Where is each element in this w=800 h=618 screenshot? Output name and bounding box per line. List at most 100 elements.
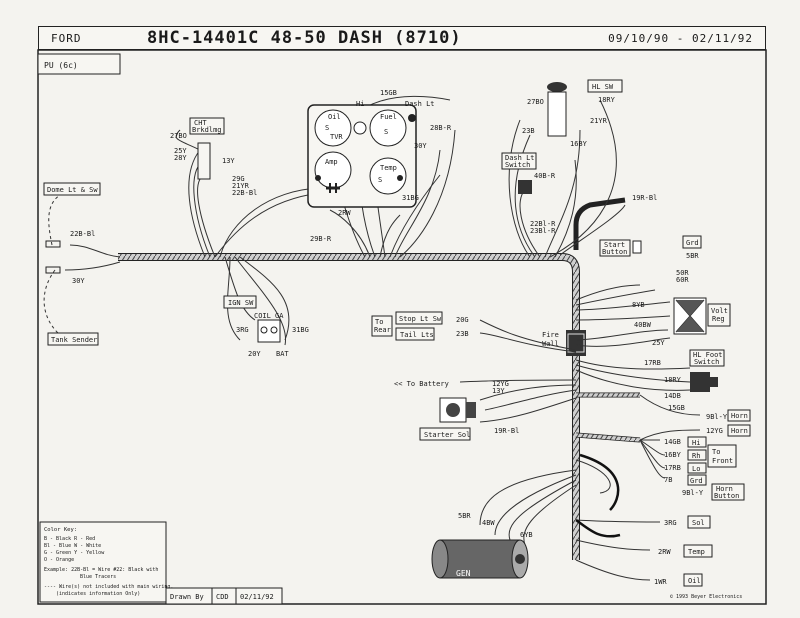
fuel-gauge-label: Fuel: [380, 113, 397, 121]
oil-box: [683, 573, 703, 587]
wire-30y-dome: 30Y: [72, 277, 85, 285]
oil-tvr-label: TVR: [330, 133, 343, 141]
hl-foot-switch-label: HL Foot: [693, 351, 723, 359]
connector-dome-1: [45, 240, 61, 248]
sol-box: [687, 515, 711, 529]
ga-label: GA: [275, 312, 284, 320]
wire-21yr-2: 21YR: [590, 117, 608, 125]
copyright: © 1993 Beyer Electronics: [670, 594, 742, 600]
horn-button-label: Horn: [716, 485, 733, 493]
to-rear-box: [371, 315, 393, 337]
hl-switch-knob: [547, 82, 567, 92]
cht-connector: [197, 142, 211, 180]
tag-box: [37, 53, 121, 75]
to-front-label-2: Front: [712, 457, 733, 465]
wire-31bg-2: 31BG: [292, 326, 309, 334]
to-battery-label: << To Battery: [394, 380, 449, 388]
tail-lts-box: [395, 327, 435, 341]
rh-box: [687, 449, 707, 461]
dash-lt-label: Dash Lt: [405, 100, 435, 108]
volt-reg-label: Volt: [711, 307, 728, 315]
temp-s-label: S: [378, 176, 382, 184]
wire-21yr: 21YR: [232, 182, 250, 190]
hl-switch-box: [587, 79, 623, 93]
footer-date-box: [235, 587, 283, 605]
wire-16by: 16BY: [570, 140, 588, 148]
wire-28y: 28Y: [174, 154, 187, 162]
starter-sol-box: [419, 427, 471, 441]
dash-lt-switch-label: Dash Lt: [505, 154, 535, 162]
wire-25y: 25Y: [174, 147, 187, 155]
title-block: FORD 8HC-14401C 48-50 DASH (8710) 09/10/…: [38, 26, 766, 50]
wire-5br-2: 5BR: [458, 512, 471, 520]
temp-gauge-label: Temp: [380, 164, 397, 172]
wire-20y: 20Y: [248, 350, 261, 358]
ground-straps: [575, 453, 621, 538]
wire-9bl-y: 9Bl-Y: [706, 413, 728, 421]
part-number-title: 8HC-14401C 48-50 DASH (8710): [147, 28, 462, 48]
wire-50r: 50R: [676, 269, 689, 277]
wire-60r: 60R: [676, 276, 689, 284]
start-button-box: [599, 239, 631, 257]
tail-lts-label: Tail Lts: [400, 331, 434, 339]
make-label: FORD: [51, 32, 82, 45]
wire-30y: 30Y: [414, 142, 427, 150]
hl-foot-switch-label-2: Switch: [694, 358, 719, 366]
bat-label: BAT: [276, 350, 289, 358]
wire-31bg: 31BG: [402, 194, 419, 202]
start-button-label-2: Button: [602, 248, 627, 256]
oil-label: Oil: [688, 577, 701, 585]
start-button: [632, 240, 642, 254]
to-rear-label-2: Rear: [374, 326, 391, 334]
wire-3rg-2: 3RG: [664, 519, 677, 527]
drawn-by-label: Drawn By: [170, 593, 204, 601]
wire-16by-2: 16BY: [664, 451, 682, 459]
hl-switch-body: [547, 91, 567, 137]
gauge-cluster: [307, 104, 417, 208]
color-key-title: Color Key:: [44, 527, 77, 533]
wire-19r-bl-2: 19R-Bl: [494, 427, 519, 435]
cht-box: [189, 117, 225, 135]
wire-5br: 5BR: [686, 252, 699, 260]
cht-label-2: Brkdlmg: [192, 126, 222, 134]
sol-label: Sol: [692, 519, 705, 527]
wire-22b-bl-dome: 22B-Bl: [70, 230, 95, 238]
wire-13y-2: 13Y: [492, 387, 505, 395]
wire-23b: 23B: [522, 127, 535, 135]
generator: [431, 539, 529, 579]
wire-23b-2: 23B: [456, 330, 469, 338]
to-front-label: To: [712, 448, 720, 456]
dash-lt-switch: [518, 180, 532, 194]
wire-25y-2: 25Y: [652, 339, 665, 347]
color-key-row-4: O - Orange: [44, 557, 74, 563]
wire-18ry: 18RY: [598, 96, 616, 104]
fuel-s-label: S: [384, 128, 388, 136]
wire-14db: 14DB: [664, 392, 681, 400]
hi-label: Hi: [692, 439, 700, 447]
wire-18ry-2: 18RY: [664, 376, 682, 384]
dash-lt-switch-label-2: Switch: [505, 161, 530, 169]
wire-17rb: 17RB: [644, 359, 661, 367]
wire-15gb-2: 15GB: [668, 404, 685, 412]
horn-box-1: [727, 409, 751, 422]
volt-reg-box: [707, 303, 731, 327]
wire-40bw: 40BW: [634, 321, 652, 329]
hl-foot-switch-box: [689, 349, 725, 367]
wire-15gb: 15GB: [380, 89, 397, 97]
starter-solenoid: [439, 397, 476, 423]
wire-9bl-y-2: 9Bl-Y: [682, 489, 704, 497]
to-front-box: [707, 444, 737, 468]
temp-label: Temp: [688, 548, 705, 556]
wire-3rg: 3RG: [236, 326, 249, 334]
coil-label: COIL: [254, 312, 271, 320]
tank-sender-box: [47, 332, 99, 346]
horn-box-2: [727, 424, 751, 437]
wire-13y: 13Y: [222, 157, 235, 165]
oil-s-label: S: [325, 124, 329, 132]
page-border: [37, 49, 767, 605]
cht-label: CHT: [194, 119, 207, 127]
fuel-gauge: [369, 109, 407, 147]
wire-2rw: 2RW: [338, 209, 351, 217]
ground-label: Grd: [686, 239, 699, 247]
gnd-label: Grd: [690, 477, 703, 485]
